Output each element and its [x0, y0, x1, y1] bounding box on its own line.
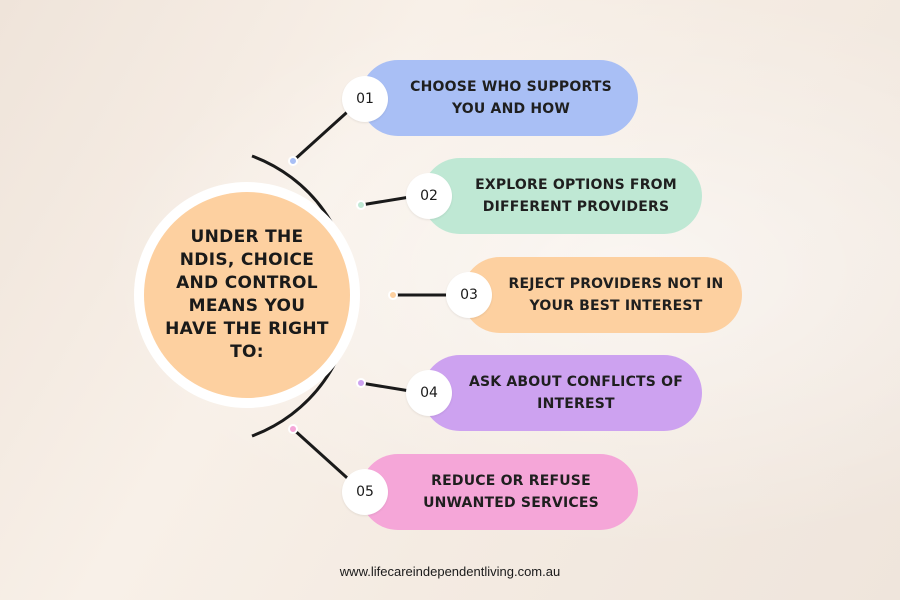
item-03-number: 03: [446, 272, 492, 318]
item-01-text: CHOOSE WHO SUPPORTS YOU AND HOW: [410, 79, 612, 117]
item-04-text: ASK ABOUT CONFLICTS OF INTEREST: [468, 374, 684, 412]
item-05-text: REDUCE OR REFUSE UNWANTED SERVICES: [423, 473, 599, 511]
item-01-pill: CHOOSE WHO SUPPORTS YOU AND HOW: [360, 60, 638, 136]
item-02-dot: [356, 200, 366, 210]
center-circle: UNDER THE NDIS, CHOICE AND CONTROL MEANS…: [144, 192, 350, 398]
footer-url: www.lifecareindependentliving.com.au: [339, 564, 561, 579]
item-05-pill: REDUCE OR REFUSE UNWANTED SERVICES: [360, 454, 638, 530]
item-01-dot: [288, 156, 298, 166]
item-02-number: 02: [406, 173, 452, 219]
item-03-pill: REJECT PROVIDERS NOT IN YOUR BEST INTERE…: [462, 257, 742, 333]
item-04-number: 04: [406, 370, 452, 416]
item-02-pill: EXPLORE OPTIONS FROM DIFFERENT PROVIDERS: [422, 158, 702, 234]
item-04-dot: [356, 378, 366, 388]
item-04-pill: ASK ABOUT CONFLICTS OF INTEREST: [422, 355, 702, 431]
item-01-number: 01: [342, 76, 388, 122]
item-03-dot: [388, 290, 398, 300]
branch-line-02: [360, 195, 411, 207]
branch-line-01: [291, 103, 357, 163]
item-05-dot: [288, 424, 298, 434]
branch-line-05: [291, 427, 357, 487]
branch-line-04: [360, 381, 411, 393]
item-02-text: EXPLORE OPTIONS FROM DIFFERENT PROVIDERS: [475, 177, 677, 215]
center-heading: UNDER THE NDIS, CHOICE AND CONTROL MEANS…: [165, 227, 329, 362]
item-05-number: 05: [342, 469, 388, 515]
item-03-text: REJECT PROVIDERS NOT IN YOUR BEST INTERE…: [508, 276, 724, 314]
